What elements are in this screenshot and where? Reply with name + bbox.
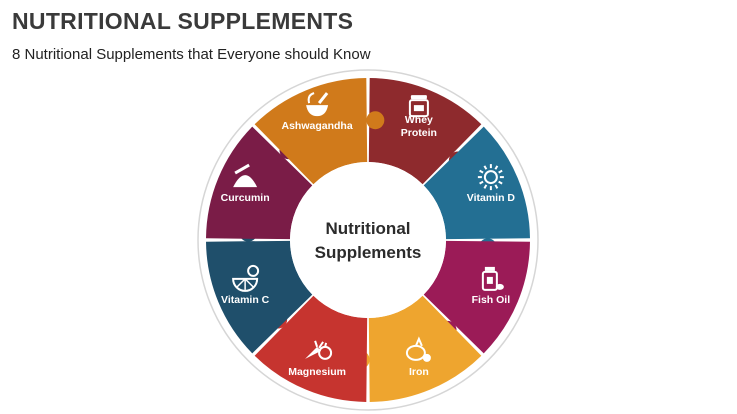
protein-jar-icon: [408, 95, 429, 118]
segment-label-whey-protein: Whey: [405, 114, 433, 126]
segment-shape-whey-protein: [368, 78, 482, 185]
page-subtitle: 8 Nutritional Supplements that Everyone …: [12, 46, 371, 63]
mortar-herb-icon: [306, 92, 329, 117]
center-label-line2: Supplements: [315, 243, 422, 262]
segment-shape-vitamin-c: [206, 240, 313, 354]
segment-label-ashwagandha: Ashwagandha: [282, 120, 353, 132]
segment-shape-magnesium: [254, 295, 368, 402]
center-label-line1: Nutritional: [326, 219, 411, 238]
carrot-apple-icon: [305, 340, 333, 360]
segment-shape-curcumin: [206, 126, 313, 240]
segment-shape-vitamin-d: [423, 126, 530, 240]
supplement-bottle-icon: [481, 266, 504, 291]
segment-label-fish-oil: Fish Oil: [472, 294, 511, 306]
segment-label-vitamin-d: Vitamin D: [467, 192, 516, 204]
center-circle: [290, 162, 446, 318]
page-title: NUTRITIONAL SUPPLEMENTS: [12, 8, 354, 34]
citrus-icon: [232, 264, 260, 292]
sun-icon: [477, 164, 504, 191]
segment-label-vitamin-c: Vitamin C: [221, 294, 270, 306]
spice-powder-icon: [233, 163, 258, 188]
segment-label-iron: Iron: [409, 366, 429, 378]
segment-shape-fish-oil: [423, 240, 530, 354]
segment-shape-ashwagandha: [254, 78, 368, 185]
segment-label-magnesium: Magnesium: [288, 366, 346, 378]
segment-label-whey-protein: Protein: [401, 127, 437, 139]
puzzle-knob-ashwagandha: [366, 111, 385, 130]
segment-shape-iron: [368, 295, 482, 402]
vegetables-icon: [405, 336, 431, 362]
segment-label-curcumin: Curcumin: [221, 192, 270, 204]
segment-ashwagandha: Ashwagandha: [254, 78, 385, 185]
